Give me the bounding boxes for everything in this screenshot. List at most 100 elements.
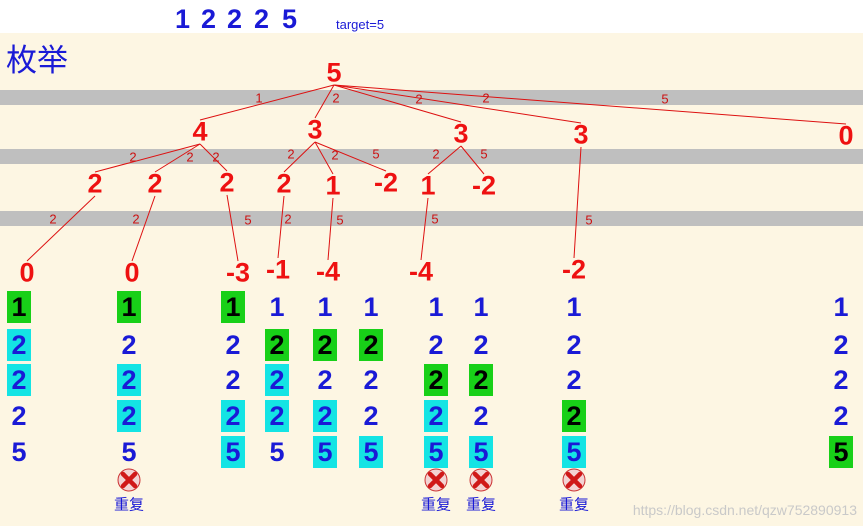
- tree-node: -2: [373, 167, 399, 198]
- tree-node: 2: [87, 168, 103, 199]
- tree-edge: [199, 143, 228, 172]
- combination-cell: 5: [313, 436, 337, 468]
- tree-edge: [314, 141, 387, 172]
- combination-cell: 1: [833, 292, 849, 322]
- input-number: 2: [254, 4, 270, 34]
- tree-node: -4: [408, 256, 434, 287]
- combination-cell: 2: [265, 364, 289, 396]
- edge-label: 2: [287, 146, 295, 162]
- combination-cell: 2: [833, 330, 849, 360]
- tree-node: -1: [265, 254, 291, 285]
- tree-node: 2: [219, 167, 235, 198]
- combination-cell: 2: [473, 330, 489, 360]
- tree-node: 2: [276, 168, 292, 199]
- tree-edge: [333, 84, 462, 123]
- tree-node: 0: [19, 257, 35, 288]
- red-x-icon: [469, 468, 493, 492]
- combination-cell: 5: [469, 436, 493, 468]
- tree-edge: [94, 143, 201, 173]
- combination-cell: 2: [359, 329, 383, 361]
- combination-cell: 2: [566, 365, 582, 395]
- combination-cell: 2: [121, 330, 137, 360]
- edge-label: 2: [212, 149, 220, 165]
- edge-label: 2: [49, 211, 57, 227]
- edge-label: 5: [431, 211, 439, 227]
- combination-cell: 2: [566, 330, 582, 360]
- input-number: 2: [201, 4, 217, 34]
- tree-edge: [333, 84, 847, 125]
- combination-cell: 5: [121, 437, 137, 467]
- combination-cell: 2: [313, 400, 337, 432]
- edge-label: 2: [482, 90, 490, 106]
- tree-node: -4: [315, 256, 341, 287]
- combination-cell: 2: [469, 364, 493, 396]
- edge-label: 5: [244, 212, 252, 228]
- combination-cell: 2: [428, 330, 444, 360]
- combination-cell: 1: [473, 292, 489, 322]
- combination-cell: 2: [117, 400, 141, 432]
- tree-node: -3: [225, 257, 251, 288]
- level-band-3: [0, 211, 863, 226]
- edge-label: 5: [661, 91, 669, 107]
- tree-edge: [131, 195, 156, 262]
- combination-cell: 5: [424, 436, 448, 468]
- edge-label: 2: [331, 147, 339, 163]
- tree-edge: [573, 146, 582, 259]
- combination-cell: 2: [11, 401, 27, 431]
- combination-cell: 2: [265, 329, 289, 361]
- tree-node: -2: [561, 254, 587, 285]
- combination-cell: 2: [225, 330, 241, 360]
- tree-edge: [154, 143, 201, 173]
- duplicate-label: 重复: [420, 495, 452, 514]
- tree-edge: [420, 197, 429, 261]
- combination-cell: 2: [363, 401, 379, 431]
- duplicate-label: 重复: [113, 495, 145, 514]
- combination-cell: 1: [269, 292, 285, 322]
- combination-cell: 1: [221, 291, 245, 323]
- tree-edge: [314, 84, 335, 119]
- edge-label: 5: [372, 146, 380, 162]
- tree-edge: [460, 145, 485, 175]
- tree-edge: [199, 84, 335, 121]
- edge-label: 2: [332, 90, 340, 106]
- red-x-icon: [424, 468, 448, 492]
- input-number: 5: [282, 4, 298, 34]
- input-number: 1: [175, 4, 191, 34]
- tree-edge: [283, 141, 316, 173]
- combination-cell: 2: [833, 401, 849, 431]
- combination-cell: 2: [225, 365, 241, 395]
- combination-cell: 2: [265, 400, 289, 432]
- tree-node: 3: [573, 119, 589, 150]
- combination-cell: 2: [117, 364, 141, 396]
- tree-node: 5: [326, 57, 342, 88]
- combination-cell: 2: [363, 365, 379, 395]
- tree-node: 1: [325, 170, 341, 201]
- tree-edge: [327, 197, 334, 261]
- combination-cell: 5: [269, 437, 285, 467]
- tree-node: 0: [124, 257, 140, 288]
- tree-node: 2: [147, 168, 163, 199]
- combination-cell: 2: [7, 364, 31, 396]
- edge-label: 2: [415, 91, 423, 107]
- edge-label: 1: [255, 90, 263, 106]
- edge-label: 5: [480, 146, 488, 162]
- edge-label: 2: [186, 149, 194, 165]
- combination-cell: 1: [566, 292, 582, 322]
- combination-cell: 2: [221, 400, 245, 432]
- tree-edge: [427, 145, 462, 175]
- combination-cell: 2: [833, 365, 849, 395]
- page-title: 枚举: [6, 43, 68, 79]
- combination-cell: 5: [221, 436, 245, 468]
- combination-cell: 2: [317, 365, 333, 395]
- combination-cell: 1: [317, 292, 333, 322]
- target-label: target=5: [336, 17, 385, 32]
- combination-cell: 5: [562, 436, 586, 468]
- red-x-icon: [117, 468, 141, 492]
- combination-cell: 1: [428, 292, 444, 322]
- tree-edge: [314, 141, 334, 175]
- edge-label: 5: [336, 212, 344, 228]
- combination-cell: 2: [7, 329, 31, 361]
- combination-cell: 1: [363, 292, 379, 322]
- input-number: 2: [227, 4, 243, 34]
